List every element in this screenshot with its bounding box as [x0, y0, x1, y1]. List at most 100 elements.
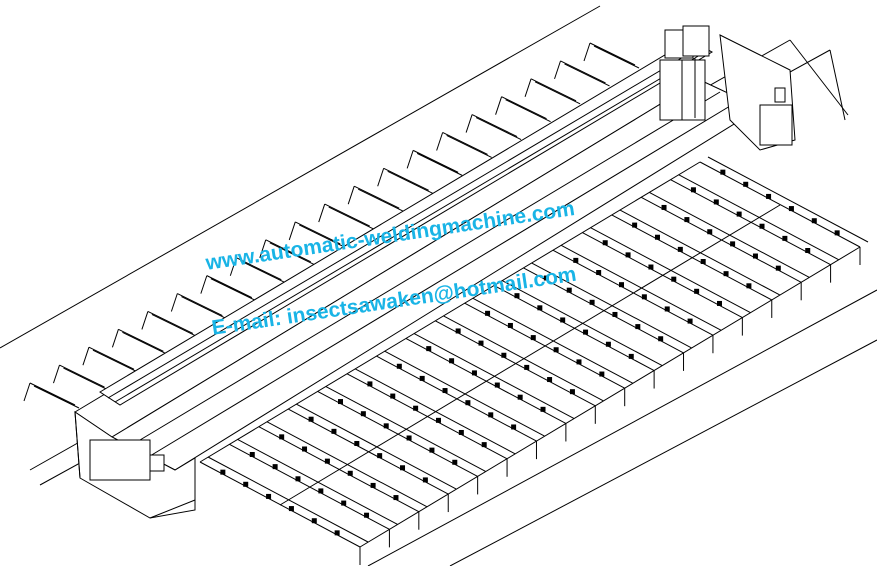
support-arm	[265, 239, 312, 263]
roller	[834, 230, 840, 236]
roller	[419, 375, 425, 381]
support-leg	[465, 114, 473, 133]
left-support-arms	[23, 42, 640, 409]
roller	[569, 389, 575, 395]
roller	[635, 324, 641, 330]
support-arm	[560, 60, 606, 84]
bed-rail-mid	[279, 204, 781, 506]
roller	[632, 222, 638, 228]
roller	[318, 488, 324, 494]
support-leg	[229, 257, 237, 276]
roller	[452, 459, 458, 465]
roller	[338, 399, 344, 405]
support-arm-edge	[505, 99, 551, 123]
support-arm	[501, 96, 547, 120]
roller	[308, 416, 314, 422]
roller	[507, 322, 513, 328]
roller	[501, 352, 507, 358]
roller	[400, 465, 406, 471]
roller	[716, 300, 722, 306]
roller	[465, 400, 471, 406]
bed-slat	[699, 161, 861, 248]
bed-slat-edge	[237, 438, 398, 525]
roller	[602, 240, 608, 246]
roller	[266, 493, 272, 499]
roller	[360, 411, 366, 417]
roller	[664, 306, 670, 312]
support-arm	[442, 132, 488, 155]
roller	[605, 341, 611, 347]
roller	[249, 451, 255, 457]
roller	[488, 412, 494, 418]
roller	[723, 271, 729, 277]
support-arm-edge	[357, 188, 404, 212]
roller	[429, 447, 435, 453]
support-arm-edge	[92, 349, 139, 373]
roller	[449, 358, 455, 364]
roller	[435, 417, 441, 423]
roller	[485, 310, 491, 316]
roller	[743, 181, 749, 187]
support-arm	[29, 382, 76, 406]
roller	[788, 206, 794, 212]
bed-slat-edge	[560, 244, 722, 331]
support-arm-edge	[593, 45, 640, 69]
roller	[302, 446, 308, 452]
support-leg	[347, 185, 355, 205]
bed-slat-edge	[296, 403, 457, 490]
roller	[334, 530, 340, 536]
roller	[573, 257, 579, 263]
roller	[295, 476, 301, 482]
roller	[517, 394, 523, 400]
bed-rail-inner	[199, 161, 701, 463]
roller	[288, 506, 294, 512]
roller	[494, 382, 500, 388]
roller	[367, 381, 373, 387]
roller	[713, 199, 719, 205]
roller	[511, 424, 517, 430]
right-end-carriage	[719, 34, 796, 151]
support-leg	[200, 275, 208, 294]
roller	[354, 440, 360, 446]
support-leg	[406, 150, 414, 169]
roller	[311, 518, 317, 524]
support-leg	[259, 239, 267, 259]
roller	[406, 435, 412, 441]
roller-bed-slats	[199, 156, 869, 565]
bed-slat-edge	[707, 156, 869, 243]
support-leg	[23, 382, 31, 402]
support-arm	[147, 310, 194, 334]
roller	[370, 482, 376, 488]
roller	[543, 275, 549, 281]
roller	[560, 317, 566, 323]
roller	[364, 512, 370, 518]
roller	[707, 229, 713, 235]
bed-slat-edge	[472, 297, 633, 384]
roller	[684, 217, 690, 223]
roller	[530, 335, 536, 341]
support-arm-edge	[210, 278, 257, 302]
roller	[524, 364, 530, 370]
roller	[589, 299, 595, 305]
roller	[341, 500, 347, 506]
bed-slat-edge	[590, 227, 751, 314]
support-arm	[236, 257, 282, 281]
support-arm-edge	[564, 63, 610, 87]
support-leg	[495, 96, 503, 115]
support-arm	[353, 185, 400, 209]
roller	[514, 293, 520, 299]
support-leg	[583, 42, 591, 62]
roller	[553, 347, 559, 353]
bed-slat-edge	[443, 315, 604, 402]
support-arm-edge	[33, 385, 80, 409]
bed-slat-edge	[354, 368, 516, 455]
support-leg	[524, 78, 532, 97]
support-arm-edge	[151, 313, 198, 337]
support-arm	[206, 275, 253, 299]
support-arm-edge	[122, 331, 168, 355]
bed-slat-edge	[413, 333, 575, 419]
support-arm-edge	[475, 117, 522, 141]
roller	[377, 453, 383, 459]
roller	[471, 370, 477, 376]
